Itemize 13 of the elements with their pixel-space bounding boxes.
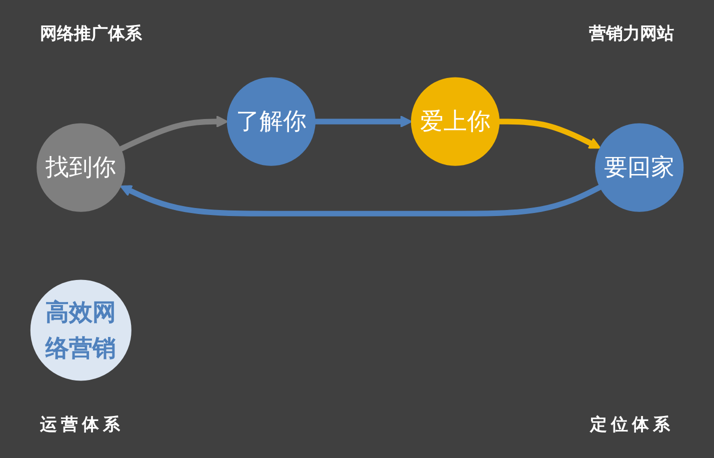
- node-circle: 爱上你: [410, 77, 500, 166]
- node-circle: 要回家: [595, 123, 684, 212]
- arrow: [119, 115, 228, 152]
- system-label: 营销力网站: [589, 23, 674, 45]
- node-circle: 找到你: [36, 123, 126, 212]
- system-label: 定位体系: [590, 414, 674, 436]
- node-circle: 了解你: [226, 77, 316, 166]
- arrow: [120, 184, 602, 216]
- system-label: 网络推广体系: [40, 23, 142, 45]
- node-circle: 高效网络营销: [30, 280, 132, 381]
- arrow: [498, 118, 601, 149]
- system-label: 运营体系: [40, 414, 124, 436]
- arrow: [314, 115, 412, 128]
